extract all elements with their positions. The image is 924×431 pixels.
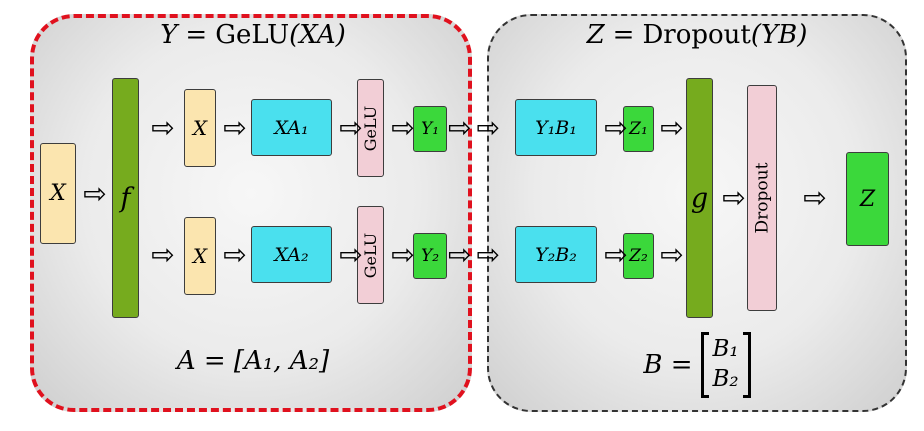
cross-panel-arrows-bottom: ⇨ ⇨ (448, 240, 500, 270)
right-title-lhs: Z (586, 20, 605, 50)
branch2-y2-box: Y₂ (413, 233, 447, 279)
arrow-right-icon: ⇨ (476, 238, 500, 271)
arrow-right-icon: ⇨ (339, 238, 363, 271)
right-title-fn: Dropout (642, 20, 751, 50)
bracket-right-icon (742, 332, 751, 398)
branch2-z2-box: Z₂ (623, 233, 654, 279)
equals-sign: = (612, 20, 635, 50)
branch2-gelu-box: GeLU (357, 206, 384, 304)
arrow-right-icon: ⇨ (223, 111, 247, 144)
branch2-x-label: X (192, 244, 208, 268)
arrow-right-icon: ⇨ (722, 181, 746, 214)
branch1-xa1-box: XA₁ (251, 99, 332, 156)
left-title-arg: (XA) (289, 20, 346, 50)
weight-b-formula: B = B₁ B₂ (487, 332, 907, 398)
arrow-right-icon: ⇨ (83, 177, 107, 210)
gather-g-label: g (690, 182, 709, 214)
gelu-stage-panel (30, 14, 472, 412)
branch1-z1-box: Z₁ (623, 106, 654, 152)
arrow-right-icon: ⇨ (803, 181, 827, 214)
bracket-left-icon (700, 332, 709, 398)
arrow-right-icon: ⇨ (448, 111, 472, 144)
output-z-box: Z (846, 152, 889, 246)
branch2-y2b2-box: Y₂B₂ (515, 226, 597, 283)
right-panel-title: Z=Dropout(YB) (487, 20, 907, 50)
scatter-f-label: f (120, 182, 131, 214)
branch1-z1-label: Z₁ (629, 119, 648, 139)
branch1-x-box: X (184, 89, 216, 167)
scatter-f-bar: f (112, 78, 139, 318)
left-title-lhs: Y (160, 20, 178, 50)
arrow-right-icon: ⇨ (604, 111, 628, 144)
arrow-right-icon: ⇨ (223, 238, 247, 271)
weight-b-row2: B₂ (712, 366, 739, 392)
left-panel-title: Y=GeLU(XA) (30, 20, 476, 50)
branch1-y1-box: Y₁ (413, 106, 447, 152)
arrow-right-icon: ⇨ (339, 111, 363, 144)
gather-g-bar: g (686, 78, 713, 318)
arrow-right-icon: ⇨ (151, 111, 175, 144)
weight-a-formula: A = [A₁, A₂] (176, 346, 330, 376)
cross-panel-arrows-top: ⇨ ⇨ (448, 113, 500, 143)
arrow-right-icon: ⇨ (660, 111, 684, 144)
branch2-x-box: X (184, 217, 216, 295)
output-z-label: Z (859, 186, 876, 212)
branch1-xa1-label: XA₁ (274, 116, 309, 139)
equals-sign: = (185, 20, 208, 50)
weight-b-row1: B₁ (712, 336, 739, 363)
arrow-right-icon: ⇨ (151, 238, 175, 271)
input-x-box: X (40, 143, 76, 244)
weight-b-lhs: B = (643, 350, 693, 380)
left-title-fn: GeLU (215, 20, 290, 50)
arrow-right-icon: ⇨ (604, 238, 628, 271)
branch1-y1-label: Y₁ (420, 119, 440, 139)
arrow-right-icon: ⇨ (391, 111, 415, 144)
arrow-right-icon: ⇨ (660, 238, 684, 271)
branch1-gelu-box: GeLU (357, 79, 384, 177)
arrow-right-icon: ⇨ (476, 111, 500, 144)
branch2-y2-label: Y₂ (420, 246, 440, 266)
arrow-right-icon: ⇨ (448, 238, 472, 271)
dropout-label: Dropout (752, 162, 773, 234)
branch2-xa2-box: XA₂ (251, 226, 332, 283)
branch1-x-label: X (192, 116, 208, 140)
arrow-right-icon: ⇨ (391, 238, 415, 271)
dropout-box: Dropout (747, 85, 777, 311)
branch2-y2b2-label: Y₂B₂ (535, 243, 577, 266)
branch2-z2-label: Z₂ (629, 246, 648, 266)
right-title-arg: (YB) (750, 20, 808, 50)
branch1-y1b1-box: Y₁B₁ (515, 99, 597, 156)
branch1-y1b1-label: Y₁B₁ (535, 116, 577, 139)
input-x-label: X (50, 181, 66, 206)
branch2-xa2-label: XA₂ (274, 243, 309, 266)
